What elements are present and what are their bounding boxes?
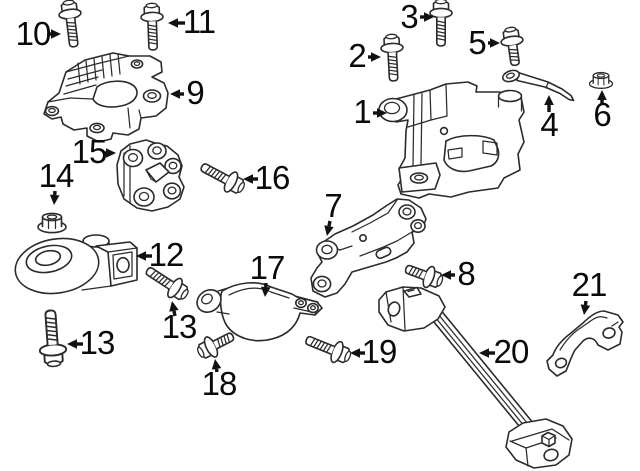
callout-7-label[interactable]: 7 bbox=[324, 187, 342, 225]
callout-5-label[interactable]: 5 bbox=[468, 24, 486, 62]
part-11-bolt bbox=[139, 2, 165, 52]
callout-20-label[interactable]: 20 bbox=[493, 333, 530, 371]
callout-14-label[interactable]: 14 bbox=[38, 157, 75, 195]
part-19-bolt bbox=[301, 328, 355, 369]
callout-21-label[interactable]: 21 bbox=[571, 266, 608, 304]
callout-17-label[interactable]: 17 bbox=[249, 249, 286, 287]
part-16-bolt bbox=[195, 155, 250, 199]
part-15-support-bracket bbox=[116, 139, 185, 212]
part-4-brace-rod bbox=[501, 69, 575, 102]
part-6-flange-nut bbox=[588, 71, 614, 89]
callout-1-label[interactable]: 1 bbox=[353, 93, 371, 131]
part-7-mount-bracket bbox=[310, 198, 427, 298]
callout-8-label[interactable]: 8 bbox=[457, 255, 475, 293]
callout-18-label[interactable]: 18 bbox=[201, 365, 238, 403]
part-2-bolt bbox=[379, 32, 406, 83]
part-14-flange-nut bbox=[37, 212, 67, 234]
callout-6-label[interactable]: 6 bbox=[593, 96, 611, 134]
part-20-strut-rod bbox=[378, 286, 573, 469]
part-3-bolt bbox=[429, 0, 453, 47]
callout-4-label[interactable]: 4 bbox=[540, 106, 558, 144]
callout-19-label[interactable]: 19 bbox=[361, 333, 398, 371]
part-21-support-bracket bbox=[546, 310, 624, 377]
part-13-bolt-a bbox=[36, 308, 69, 369]
part-1-engine-mount bbox=[378, 81, 525, 199]
callout-13a-label[interactable]: 13 bbox=[79, 324, 116, 362]
callout-11-label[interactable]: 11 bbox=[182, 3, 216, 41]
callout-12-label[interactable]: 12 bbox=[148, 236, 185, 274]
callout-15-label[interactable]: 15 bbox=[71, 133, 108, 171]
part-9-transmission-mount-bracket bbox=[43, 52, 169, 143]
part-12-torque-strut bbox=[14, 234, 138, 295]
callout-16-label[interactable]: 16 bbox=[254, 159, 291, 197]
callout-2-label[interactable]: 2 bbox=[348, 37, 366, 75]
callout-13b-label[interactable]: 13 bbox=[161, 308, 198, 346]
callout-9-label[interactable]: 9 bbox=[186, 74, 204, 112]
callout-3-label[interactable]: 3 bbox=[400, 0, 418, 36]
part-10-bolt bbox=[56, 0, 86, 49]
part-17-shield-bracket bbox=[196, 282, 323, 342]
callout-10-label[interactable]: 10 bbox=[15, 15, 52, 53]
part-5-bolt bbox=[498, 25, 528, 68]
